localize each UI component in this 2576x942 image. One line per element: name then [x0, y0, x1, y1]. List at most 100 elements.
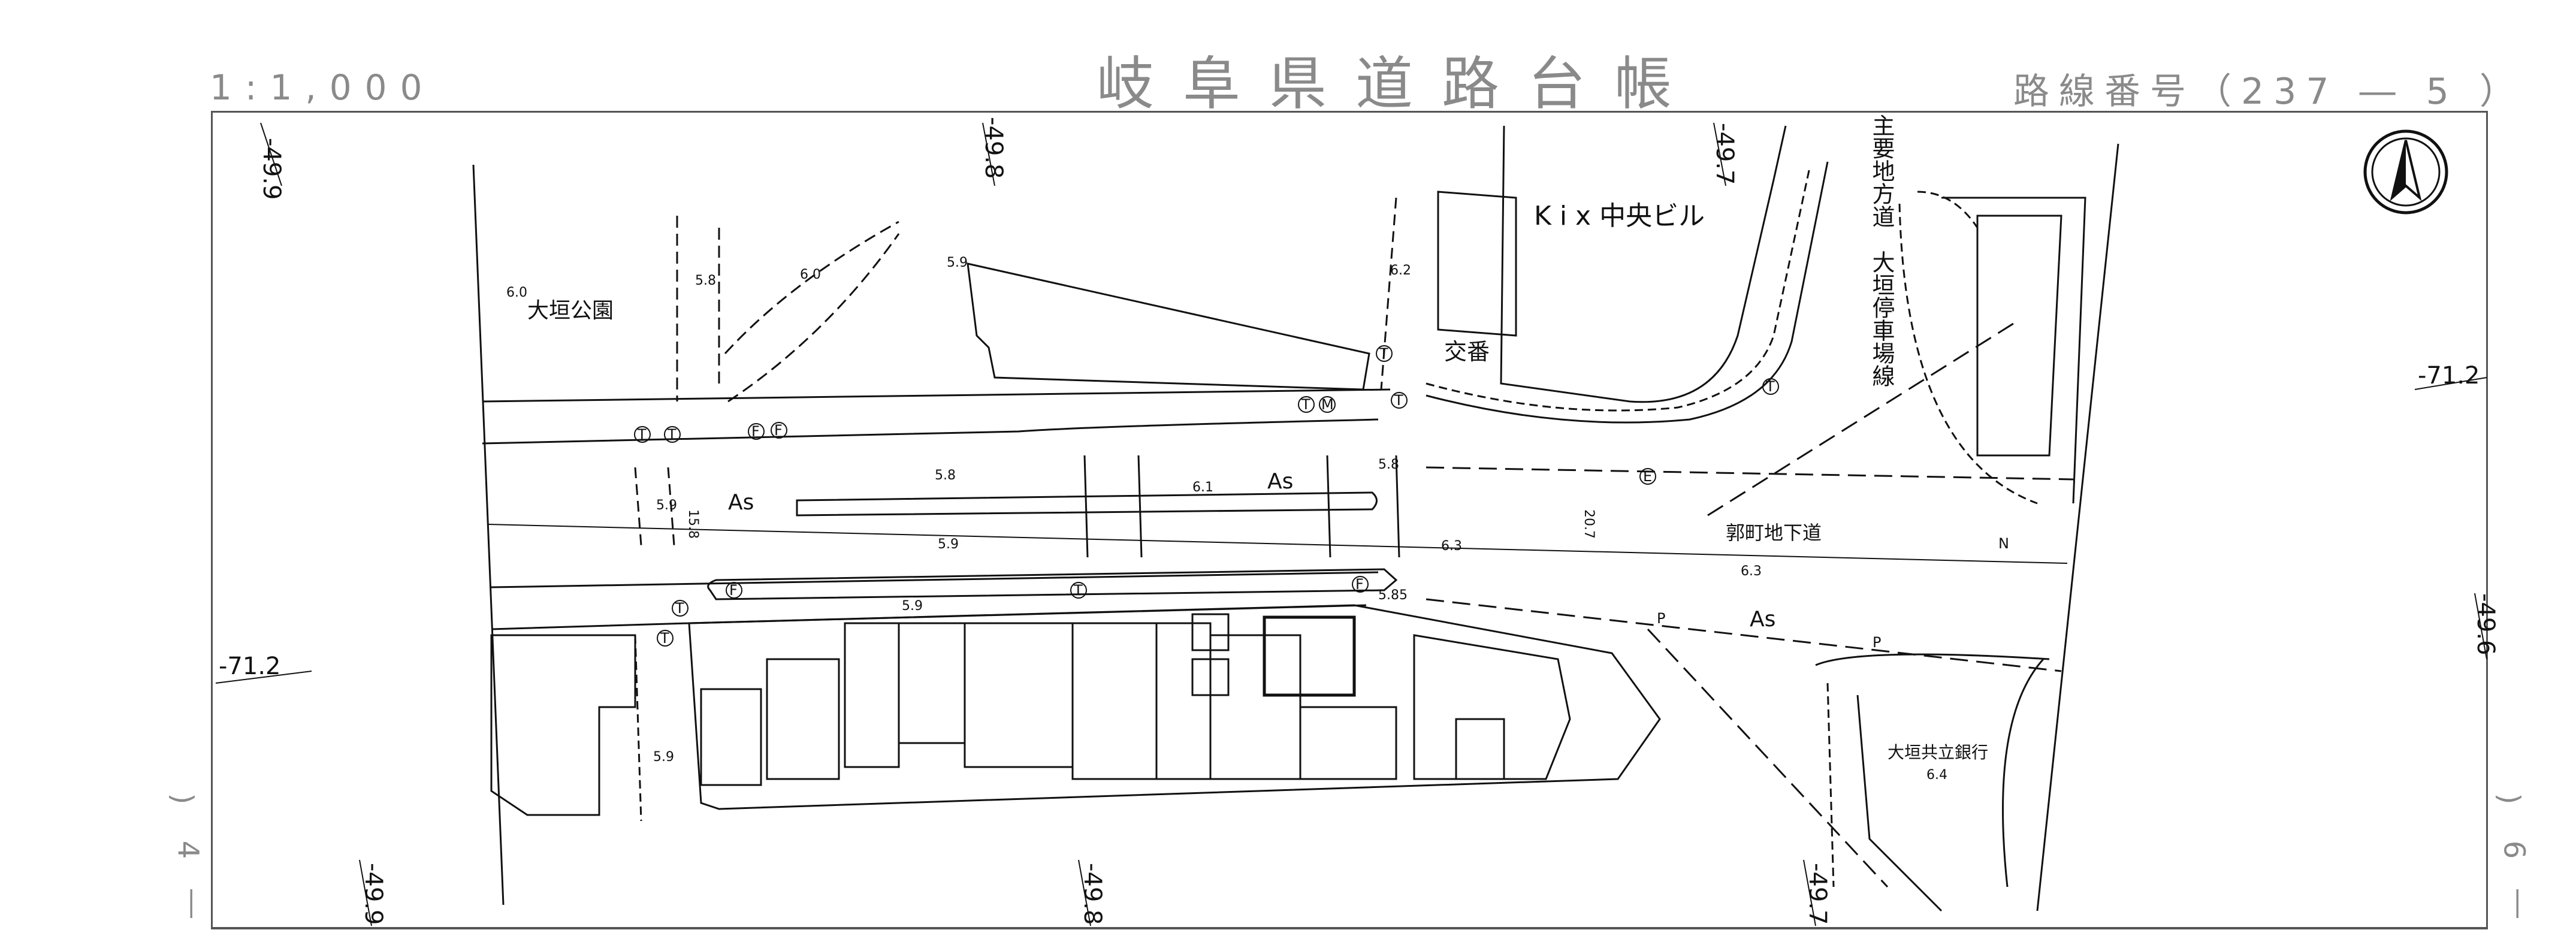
road-centerline: [488, 524, 2068, 564]
grid-label-right-y: -71.2: [2418, 362, 2480, 390]
parking-mark: P: [1657, 610, 1665, 627]
property-line: [634, 635, 642, 822]
crosswalk-line: [1137, 455, 1143, 558]
building: [1071, 622, 1158, 780]
building: [1155, 622, 1212, 780]
koban-label: 交番: [1444, 339, 1490, 365]
building: [766, 658, 840, 780]
utility-pole-marker: T: [1298, 396, 1315, 413]
bank-outline: [1856, 695, 1943, 912]
elevation-point: 6.4: [1926, 768, 1947, 783]
svg-text:T: T: [1301, 396, 1310, 413]
utility-pole-marker: T: [657, 630, 674, 647]
bank-outline: [2002, 658, 2045, 887]
utility-pole-marker: T: [672, 600, 688, 617]
park-name: 大垣公園: [527, 298, 614, 323]
utility-pole-marker: T: [1376, 345, 1393, 362]
koban-outline: [1437, 191, 1517, 337]
corner-curb: [1426, 161, 1829, 424]
road-width: 15.8: [685, 509, 700, 539]
building: [1191, 658, 1230, 696]
elevation-point: 5.9: [656, 498, 677, 513]
map-symbols: T T F F T T M T T T F T F E T P P N: [634, 345, 2009, 651]
elevation-point: 6.2: [1390, 263, 1411, 278]
grid-tick: [260, 122, 282, 186]
road-name-vertical: 主要地方道 大垣停車場線: [1868, 114, 1895, 387]
svg-text:T: T: [667, 426, 677, 443]
svg-text:F: F: [774, 422, 783, 439]
grid-tick: [2414, 377, 2487, 390]
building: [700, 688, 762, 786]
grid-label-top-2: -49.8: [980, 117, 1007, 179]
fire-hydrant-marker: F: [1352, 576, 1369, 593]
road-width: 20.7: [1581, 509, 1596, 539]
parking-mark: P: [1873, 634, 1881, 651]
sidewalk-strip: [707, 568, 1398, 600]
grid-tick: [982, 122, 995, 186]
elevation-point: 5.85: [1378, 588, 1408, 603]
sheet-title: 岐阜県道路台帳: [1097, 50, 1701, 117]
elevation-point: 5.8: [695, 273, 716, 288]
svg-text:T: T: [1073, 582, 1083, 599]
elevation-point: 5.8: [935, 468, 956, 483]
park-path: [727, 233, 900, 403]
utility-pole-marker: T: [1070, 582, 1087, 599]
grid-tick: [1078, 859, 1091, 926]
west-building: [490, 634, 636, 816]
park-path: [724, 221, 899, 355]
elevation-point: 5.9: [653, 750, 674, 765]
building: [898, 622, 966, 744]
grid-tick: [1803, 859, 1816, 926]
svg-text:T: T: [1379, 345, 1388, 362]
grid-label-right-x: -49.6: [2472, 593, 2499, 656]
elevation-point: 6.3: [1441, 539, 1462, 554]
grid-tick: [215, 671, 312, 684]
grid-label-top-3: -49.7: [1711, 123, 1738, 185]
svg-text:F: F: [729, 582, 738, 599]
corner-curb: [1426, 167, 1811, 412]
grid-label-bottom-1: -49.9: [360, 863, 387, 925]
grid-label-left-y: -71.2: [219, 653, 281, 680]
underpass-line: [1426, 466, 2074, 481]
elevation-point: 5.9: [938, 537, 959, 552]
svg-text:F: F: [751, 423, 760, 440]
svg-text:T: T: [660, 630, 669, 647]
svg-text:T: T: [637, 426, 647, 443]
kix-building-outline: [1500, 125, 1787, 403]
underpass-name: 郭町地下道: [1726, 521, 1822, 544]
building: [964, 622, 1074, 768]
fire-hydrant-marker: F: [726, 582, 742, 599]
svg-text:T: T: [1394, 392, 1403, 409]
elevation-point: 6.1: [1192, 480, 1213, 495]
svg-text:E: E: [1643, 468, 1652, 485]
underpass-line: [1647, 628, 1889, 888]
utility-pole-marker: T: [1762, 378, 1779, 395]
fire-hydrant-marker: F: [771, 422, 787, 439]
road-edge-north: [482, 388, 1391, 403]
manhole-marker: M: [1319, 396, 1336, 413]
elevation-point: 5.8: [1378, 457, 1399, 472]
crosswalk-line: [634, 467, 642, 546]
road-curb-south: [491, 571, 1379, 588]
surface-label: As: [1750, 607, 1775, 632]
surface-label: As: [728, 490, 754, 515]
grid-label-top-1: -49.9: [258, 138, 285, 200]
grid-tick: [2474, 593, 2487, 660]
svg-text:F: F: [1355, 576, 1364, 593]
building-north-block: [967, 262, 1370, 391]
utility-pole-marker: T: [1391, 392, 1408, 409]
grid-tick: [359, 859, 372, 926]
underpass-line: [1707, 322, 2014, 517]
crosswalk-line: [1395, 455, 1400, 558]
building: [1263, 615, 1356, 697]
svg-text:T: T: [1765, 378, 1775, 395]
building: [844, 622, 900, 768]
elevation-point: 5.9: [902, 599, 923, 614]
svg-text:M: M: [1321, 396, 1334, 413]
median-island: [796, 491, 1378, 517]
corner-curb: [1815, 653, 2050, 666]
south-block-outline: [688, 604, 1661, 810]
crosswalk-line: [1326, 455, 1331, 558]
map-linework: [215, 122, 2487, 926]
